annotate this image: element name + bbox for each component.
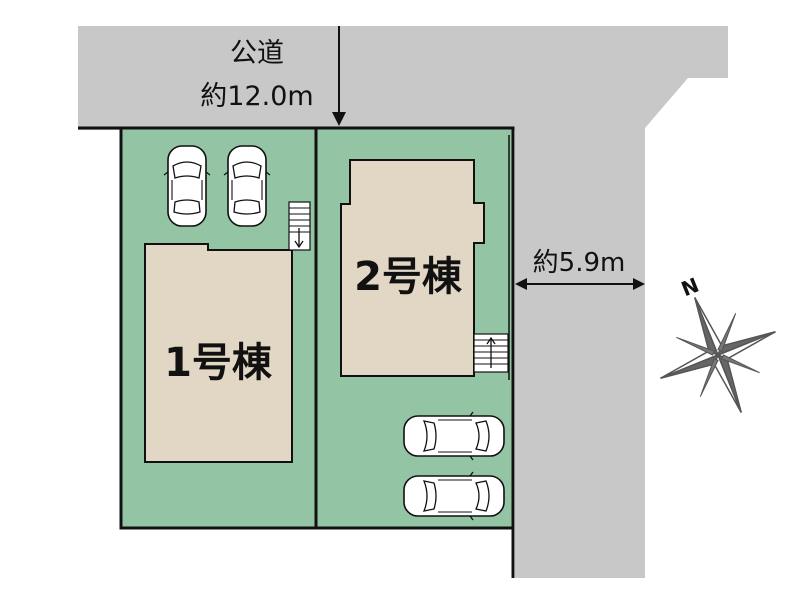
- compass-icon: [660, 297, 776, 413]
- stairs-icon: [473, 333, 509, 373]
- building-2-label: 2号棟: [354, 254, 463, 300]
- east-road-width: 約5.9m: [533, 248, 626, 278]
- building-1-label: 1号棟: [164, 340, 273, 386]
- building-2-footprint: [340, 159, 485, 377]
- north-road-width: 約12.0m: [200, 81, 313, 112]
- north-road: [78, 26, 728, 578]
- compass-north-label: N: [678, 273, 703, 302]
- car-icon: [403, 411, 505, 461]
- stairs-icon: [288, 201, 311, 251]
- car-icon: [403, 471, 505, 521]
- car-icon: [223, 145, 271, 227]
- north-road-name: 公道: [230, 38, 284, 69]
- car-icon: [163, 145, 211, 227]
